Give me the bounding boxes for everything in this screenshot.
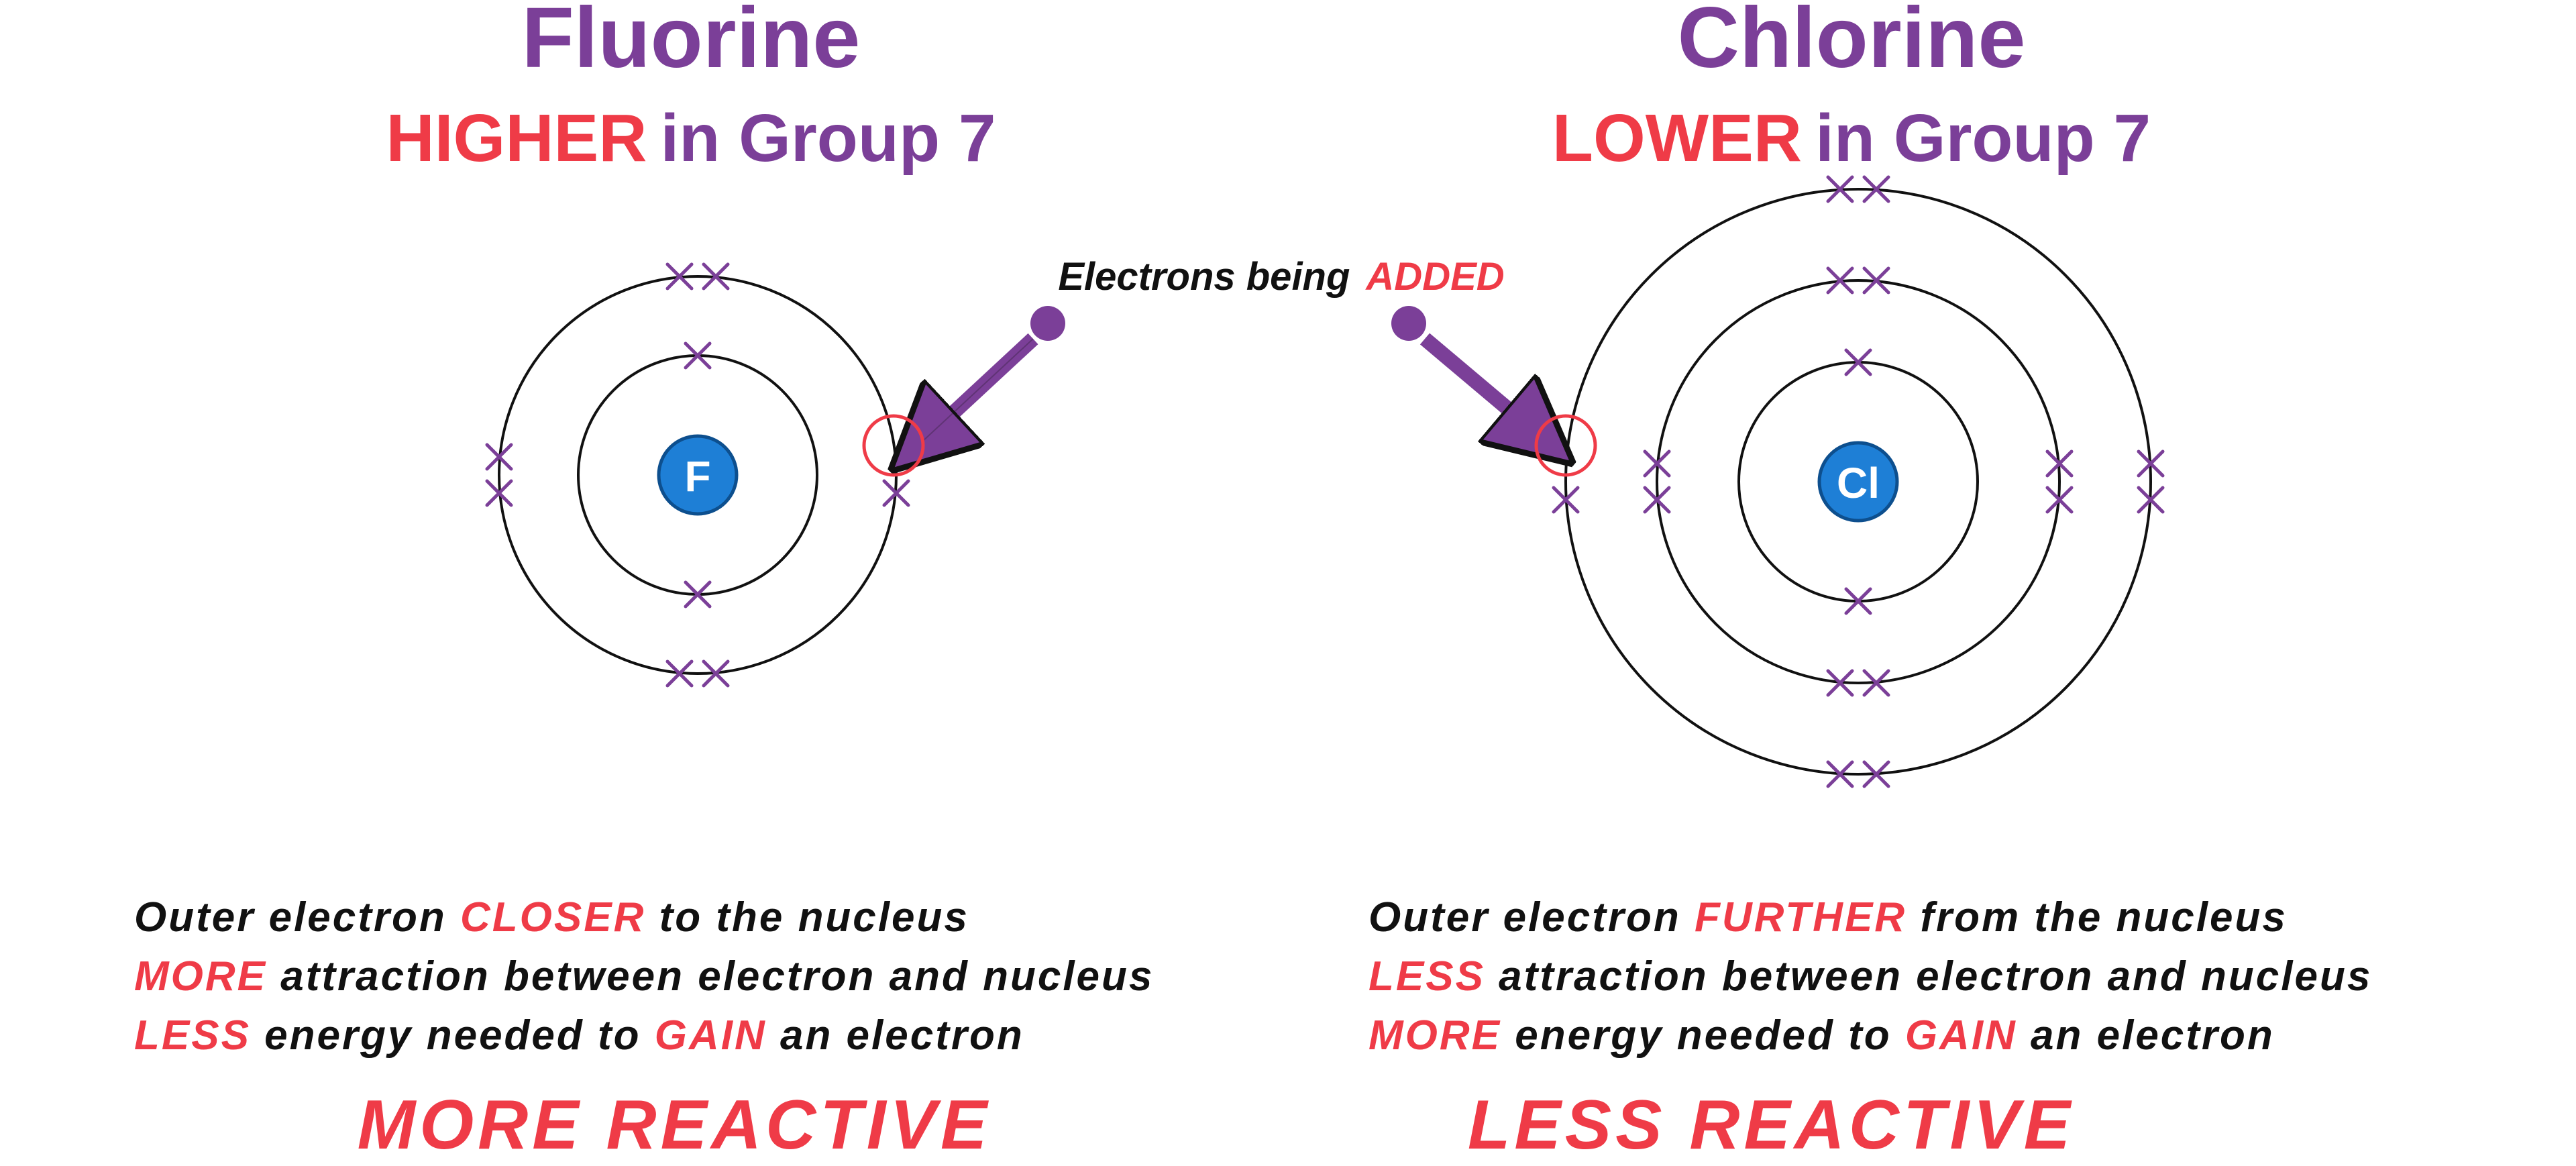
chlorine-shell-2-electron xyxy=(2045,449,2074,478)
chlorine-electrons xyxy=(1552,175,2165,788)
chlorine-line-1: Outer electron FURTHER from the nucleus xyxy=(1368,894,2288,941)
fluorine-shell-2-electron xyxy=(665,262,694,290)
chlorine-shell-3-electron xyxy=(1552,486,1580,514)
fluorine-shell-2-electron xyxy=(485,479,513,507)
chlorine-symbol: Cl xyxy=(1837,459,1880,507)
chlorine-position-word: LOWER xyxy=(1552,101,1802,176)
fluorine-electrons xyxy=(485,262,910,688)
chlorine-shell-3-electron xyxy=(1826,760,1854,788)
chlorine-shell-3 xyxy=(1564,188,2152,776)
incoming-electron-chlorine xyxy=(1391,306,1597,477)
electrons-added-caption: Electrons being ADDED xyxy=(1058,255,1504,299)
arrow-to-fluorine xyxy=(922,333,1038,441)
chlorine-shell-3-electron xyxy=(2137,449,2165,478)
chlorine-shell-2-electron xyxy=(1826,266,1854,295)
fluorine-line-1: Outer electron CLOSER to the nucleus xyxy=(134,894,969,941)
fluorine-explanation: Outer electron CLOSER to the nucleusMORE… xyxy=(134,894,1154,1059)
fluorine-shell-2-electron xyxy=(702,659,730,688)
chlorine-shell-2-electron xyxy=(1862,669,1890,697)
fluorine-verdict: MORE REACTIVE xyxy=(358,1086,991,1164)
fluorine-line-2: MORE attraction between electron and nuc… xyxy=(134,953,1154,1000)
chlorine-nucleus xyxy=(1817,441,1899,523)
fluorine-shell-2-electron xyxy=(665,659,694,688)
chlorine-shell-2 xyxy=(1656,279,2061,684)
caption-prefix: Electrons being xyxy=(1058,255,1350,299)
chlorine-shell-3-electron xyxy=(1826,175,1854,203)
chlorine-shell-3-electron xyxy=(1862,760,1890,788)
fluorine-shell-2-electron xyxy=(882,479,910,507)
arrow-to-fluorine-outline xyxy=(922,338,1034,442)
chlorine-explanation: Outer electron FURTHER from the nucleusL… xyxy=(1368,894,2372,1059)
chlorine-atom: Cl xyxy=(1552,175,2165,788)
chlorine-line-3: MORE energy needed to GAIN an electron xyxy=(1368,1012,2275,1059)
fluorine-shell-2-electron xyxy=(485,443,513,471)
chlorine-shell-2-electron xyxy=(1862,266,1890,295)
fluorine-nucleus xyxy=(657,434,739,516)
chlorine-shell-3-electron xyxy=(2137,486,2165,514)
chlorine-shell-3-electron xyxy=(1862,175,1890,203)
fluorine-line-3: LESS energy needed to GAIN an electron xyxy=(134,1012,1024,1059)
fluorine-title: Fluorine xyxy=(522,0,861,86)
chlorine-shell-1-electron xyxy=(1844,348,1872,376)
chlorine-title: Chlorine xyxy=(1677,0,2025,86)
chlorine-group-text: in Group 7 xyxy=(1815,101,2151,176)
chlorine-shell-1-electron xyxy=(1844,587,1872,615)
fluorine-atom: F xyxy=(485,262,910,688)
fluorine-shell-1-electron xyxy=(684,341,712,370)
incoming-electron-dot xyxy=(1030,306,1065,341)
incoming-electron-fluorine xyxy=(862,306,1065,477)
chlorine-line-2: LESS attraction between electron and nuc… xyxy=(1368,953,2372,1000)
chlorine-shell-2-electron xyxy=(1643,486,1671,514)
fluorine-shell-2-electron xyxy=(702,262,730,290)
fluorine-landing-ring xyxy=(862,414,925,477)
fluorine-position-word: HIGHER xyxy=(386,101,647,176)
incoming-electron-dot xyxy=(1391,306,1426,341)
chlorine-shell-2-electron xyxy=(1826,669,1854,697)
fluorine-symbol: F xyxy=(684,452,710,500)
arrow-to-chlorine xyxy=(1419,333,1540,436)
chlorine-shell-2-electron xyxy=(1643,449,1671,478)
fluorine-shell-1-electron xyxy=(684,580,712,608)
chlorine-verdict: LESS REACTIVE xyxy=(1468,1086,2074,1164)
caption-highlight: ADDED xyxy=(1364,255,1504,299)
chlorine-landing-ring xyxy=(1534,414,1597,477)
chlorine-shell-2-electron xyxy=(2045,486,2074,514)
fluorine-group-text: in Group 7 xyxy=(660,101,996,176)
